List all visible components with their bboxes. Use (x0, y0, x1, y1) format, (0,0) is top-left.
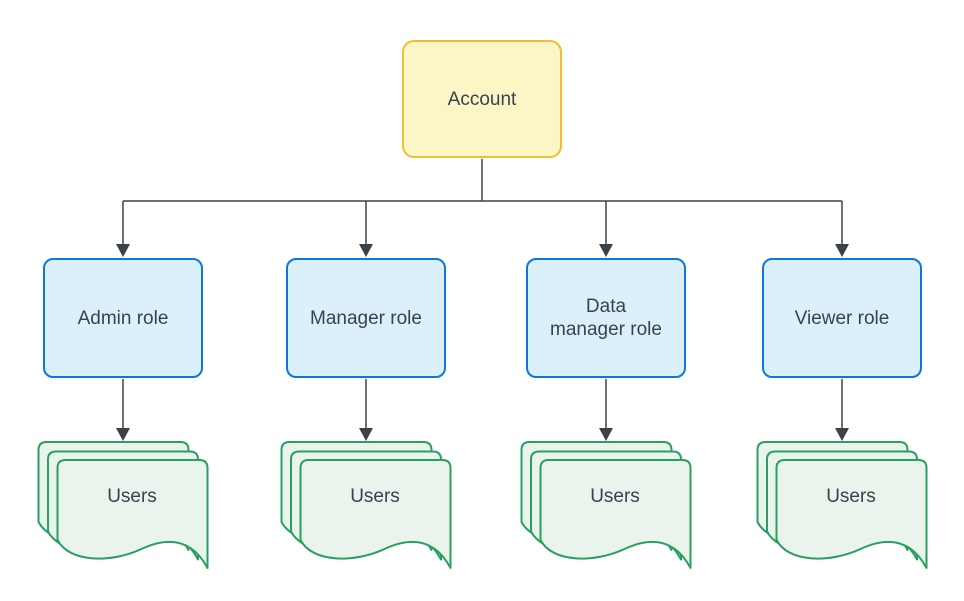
node-users-label: Users (826, 486, 876, 507)
node-manager-role: Manager role (286, 258, 446, 378)
node-admin-role-label: Admin role (77, 307, 169, 329)
node-account: Account (402, 40, 562, 158)
node-viewer-role: Viewer role (762, 258, 922, 378)
node-data-manager-role-label: Data manager role (550, 296, 662, 340)
arrowheads (116, 244, 849, 441)
node-data-manager-role: Data manager role (526, 258, 686, 378)
node-users-admin: Users (72, 483, 192, 511)
connector-lines (122, 159, 843, 428)
node-users-label: Users (107, 486, 157, 507)
node-manager-role-label: Manager role (310, 307, 422, 329)
node-admin-role: Admin role (43, 258, 203, 378)
node-users-label: Users (350, 486, 400, 507)
node-account-label: Account (447, 88, 517, 110)
node-users-viewer: Users (791, 483, 911, 511)
node-viewer-role-label: Viewer role (794, 307, 890, 329)
node-users-data-manager: Users (555, 483, 675, 511)
node-users-manager: Users (315, 483, 435, 511)
node-users-label: Users (590, 486, 640, 507)
